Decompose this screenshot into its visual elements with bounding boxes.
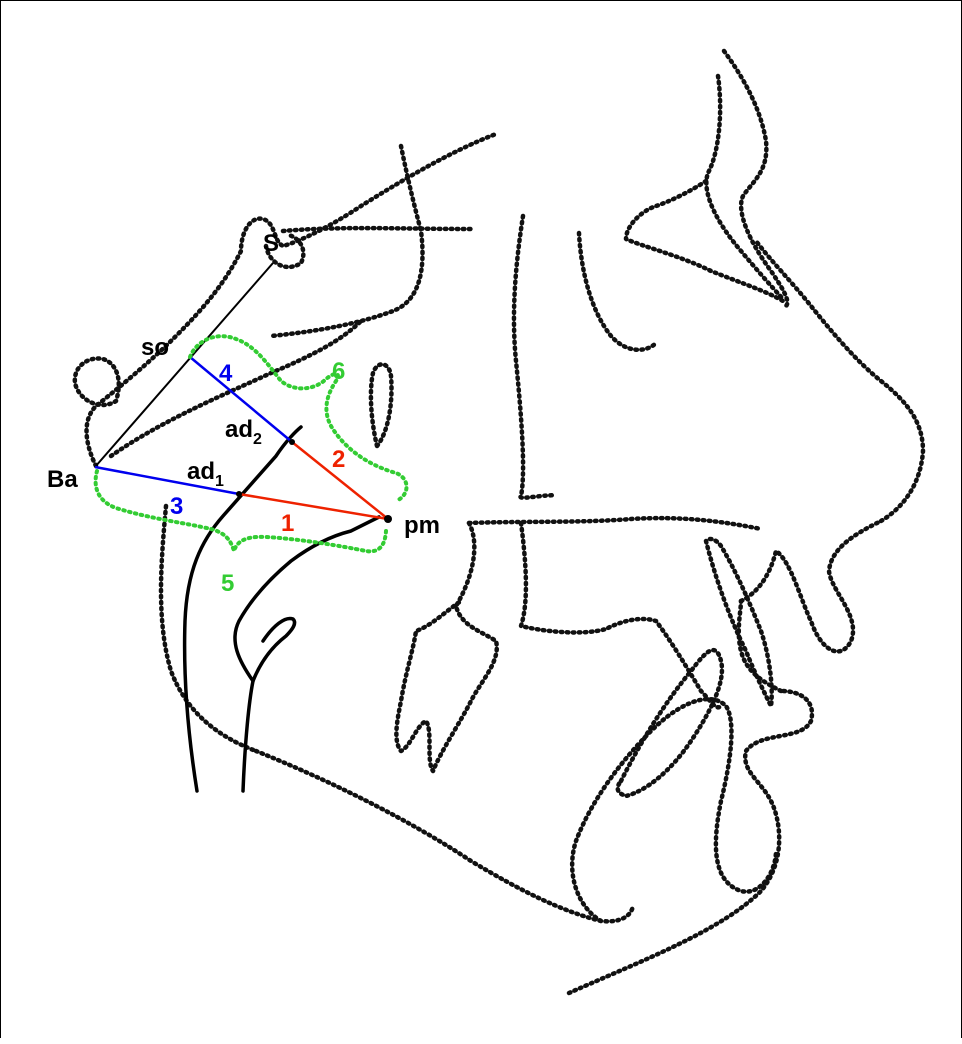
ad2-point [289,439,295,445]
measurement-label-3: 3 [170,493,183,520]
mandibular-incisor-outline [521,523,721,707]
anterior-cranial-line [283,228,471,231]
soft-tissue-chin [569,691,812,993]
nasal-bone-line [626,181,783,301]
label-ad2-base: ad [225,416,253,443]
measurement-label-4: 4 [219,360,233,387]
pm-point [384,515,392,523]
label-ad2-sub: 2 [253,431,262,448]
occipital-circle [75,358,119,404]
label-ad2: ad2 [225,416,262,448]
landmark-points [236,439,392,523]
measurement-label-6: 6 [332,358,345,385]
mandible-ramus-posterior [161,506,256,751]
upper-molar-outline [396,523,496,771]
ad1-point [236,491,242,497]
ptm-fissure-outline [371,364,392,446]
nasal-bridge-inner [706,76,783,299]
label-pm: pm [404,512,440,539]
label-s: S [263,230,279,257]
orbit-curve [579,233,656,350]
lower-incisor-outline [618,650,722,796]
soft-palate-inner [253,618,295,681]
segment-1-ad1-pm [239,494,388,519]
label-ad1-base: ad [187,458,215,485]
measurement-label-5: 5 [221,570,234,597]
palatal-plane [469,518,761,529]
vertical-face-line [514,216,556,498]
cranial-base-outline [87,134,496,466]
measurement-label-2: 2 [332,446,345,473]
label-ad1-sub: 1 [215,473,224,490]
symphysis-outline [572,699,776,921]
anatomical-outlines [75,51,923,993]
measurement-label-1: 1 [281,510,294,537]
label-ba: Ba [47,466,78,493]
label-so: so [141,334,169,361]
